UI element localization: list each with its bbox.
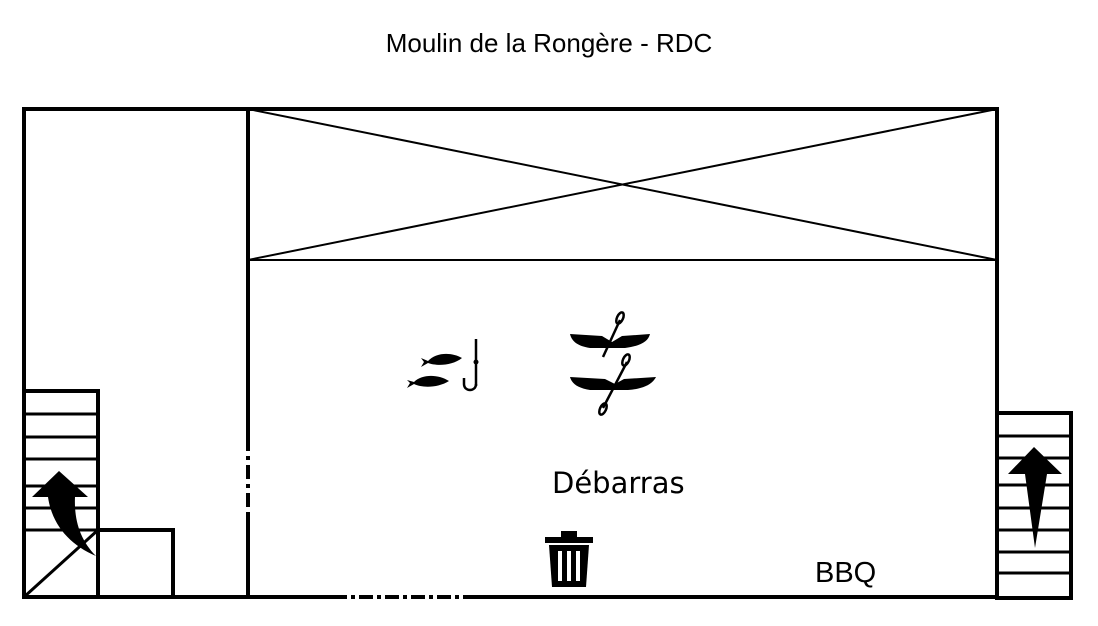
outer-wall: [22, 107, 999, 597]
kayak-icon: [570, 311, 656, 416]
left-stairs: [22, 389, 100, 599]
trash-icon: [545, 531, 593, 587]
storage-room-label: Débarras: [552, 466, 685, 500]
stairs-curved-arrow-icon: [32, 471, 96, 556]
plan-title: Moulin de la Rongère - RDC: [385, 28, 713, 58]
landing-diagonal: [22, 528, 100, 599]
bbq-label: BBQ: [815, 557, 877, 589]
void-cross: [247, 108, 998, 261]
right-stairs: [995, 411, 1073, 600]
left-box: [96, 528, 175, 599]
stairs-up-arrow-icon: [1008, 447, 1062, 548]
fishing-icon: [407, 339, 479, 392]
